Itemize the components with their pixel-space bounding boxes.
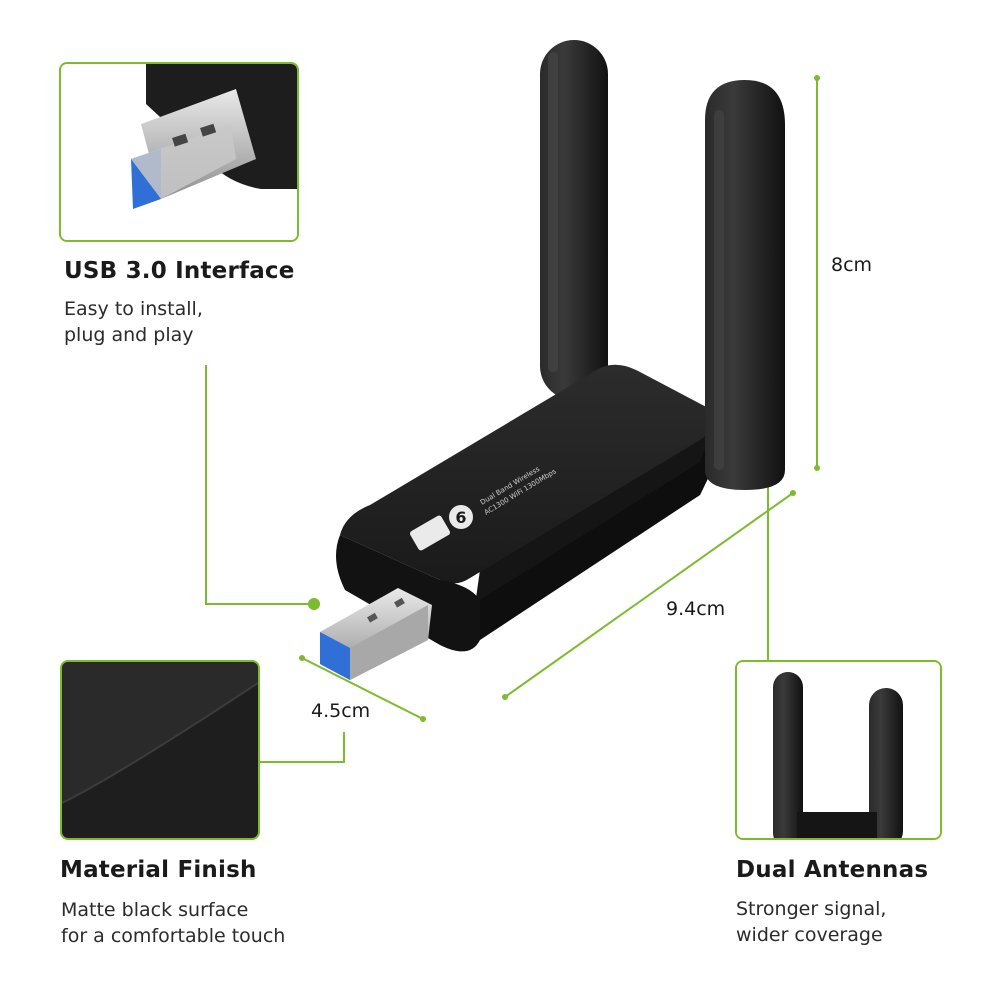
material-callout-line bbox=[258, 732, 345, 763]
usb-closeup-inset bbox=[59, 62, 299, 242]
material-closeup-image bbox=[62, 662, 258, 838]
antenna-feature-desc-line1: Stronger signal, bbox=[736, 898, 887, 920]
usb-closeup-image bbox=[61, 64, 297, 240]
usb-plug bbox=[320, 588, 432, 680]
wifi6-badge-number: 6 bbox=[455, 508, 466, 527]
rear-antenna bbox=[540, 40, 608, 400]
antenna-feature-title: Dual Antennas bbox=[736, 857, 929, 883]
width-end-dot bbox=[420, 716, 426, 722]
usb-feature-desc-line2: plug and play bbox=[64, 324, 194, 346]
material-feature-desc-line1: Matte black surface bbox=[61, 899, 249, 921]
usb-feature-desc-line1: Easy to install, bbox=[64, 298, 203, 320]
product-logo: 6 bbox=[410, 505, 473, 551]
length-dimension-line bbox=[504, 492, 794, 698]
antenna-feature-description: Stronger signal, wider coverage bbox=[736, 896, 886, 948]
material-feature-title: Material Finish bbox=[60, 857, 257, 883]
width-end-dot bbox=[299, 655, 305, 661]
antenna-closeup-inset bbox=[735, 660, 942, 840]
usb-feature-title: USB 3.0 Interface bbox=[64, 258, 295, 284]
width-dimension-line bbox=[301, 657, 424, 720]
length-dimension-label: 9.4cm bbox=[666, 598, 726, 620]
usb-callout-line bbox=[205, 365, 314, 605]
height-dimension-label: 8cm bbox=[831, 254, 873, 276]
material-feature-desc-line2: for a comfortable touch bbox=[61, 925, 286, 947]
width-dimension-label: 4.5cm bbox=[311, 700, 371, 722]
material-closeup-inset bbox=[60, 660, 260, 840]
antenna-closeup-image bbox=[737, 662, 940, 838]
usb-feature-description: Easy to install, plug and play bbox=[64, 296, 203, 348]
wifi6-badge bbox=[449, 505, 473, 529]
height-end-dot bbox=[814, 465, 820, 471]
length-end-dot bbox=[790, 490, 796, 496]
length-end-dot bbox=[502, 694, 508, 700]
usb-callout-dot bbox=[308, 598, 320, 610]
height-end-dot bbox=[814, 75, 820, 81]
front-antenna bbox=[705, 80, 785, 490]
material-feature-description: Matte black surface for a comfortable to… bbox=[61, 897, 285, 949]
antenna-feature-desc-line2: wider coverage bbox=[736, 924, 883, 946]
